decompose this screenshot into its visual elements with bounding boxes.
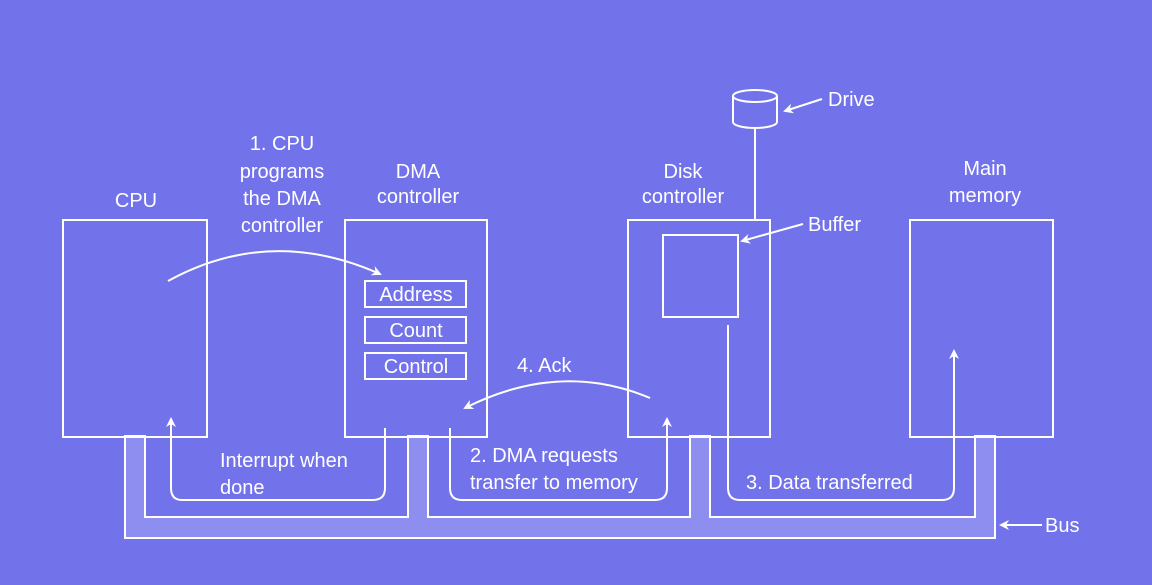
interrupt-label-line1: Interrupt when: [220, 450, 348, 472]
disk-controller-box: [627, 219, 771, 438]
step2-line1: 2. DMA requests: [470, 445, 618, 467]
step1-line4: controller: [241, 215, 324, 237]
drive-arrow: [783, 98, 823, 114]
step4-arrow: [463, 380, 651, 409]
step1-line1: 1. CPU: [250, 133, 314, 155]
step1-line3: the DMA: [243, 188, 321, 210]
step2-arrow: [449, 417, 672, 501]
step1-line2: programs: [240, 161, 324, 183]
count-register: [364, 316, 467, 344]
count-register-label: Count: [389, 320, 443, 342]
main-memory-label-line2: memory: [949, 185, 1021, 207]
main-memory-box: [909, 219, 1054, 438]
control-register-label: Control: [384, 356, 448, 378]
step4-label: 4. Ack: [517, 355, 572, 377]
address-register: [364, 280, 467, 308]
main-memory-label-line1: Main: [963, 158, 1006, 180]
disk-controller-label-line1: Disk: [664, 161, 704, 183]
cpu-label: CPU: [115, 190, 157, 212]
step1-arrow: [167, 250, 382, 282]
step3-arrow: [727, 325, 959, 501]
dma-controller-label-line1: DMA: [396, 161, 441, 183]
disk-controller-label-line2: controller: [642, 186, 725, 208]
interrupt-label-line2: done: [220, 477, 265, 499]
dma-controller-box: [344, 219, 488, 438]
drive-icon: [732, 89, 778, 129]
drive-label: Drive: [828, 89, 875, 111]
step2-line2: transfer to memory: [470, 472, 638, 494]
buffer-box: [662, 234, 739, 318]
cpu-box: [62, 219, 208, 438]
control-register: [364, 352, 467, 380]
step3-label: 3. Data transferred: [746, 472, 913, 494]
interrupt-arrow: [166, 417, 386, 501]
dma-controller-label-line2: controller: [377, 186, 460, 208]
bus-label: Bus: [1045, 515, 1079, 537]
buffer-label: Buffer: [808, 214, 861, 236]
address-register-label: Address: [379, 284, 452, 306]
buffer-arrow: [740, 223, 804, 244]
